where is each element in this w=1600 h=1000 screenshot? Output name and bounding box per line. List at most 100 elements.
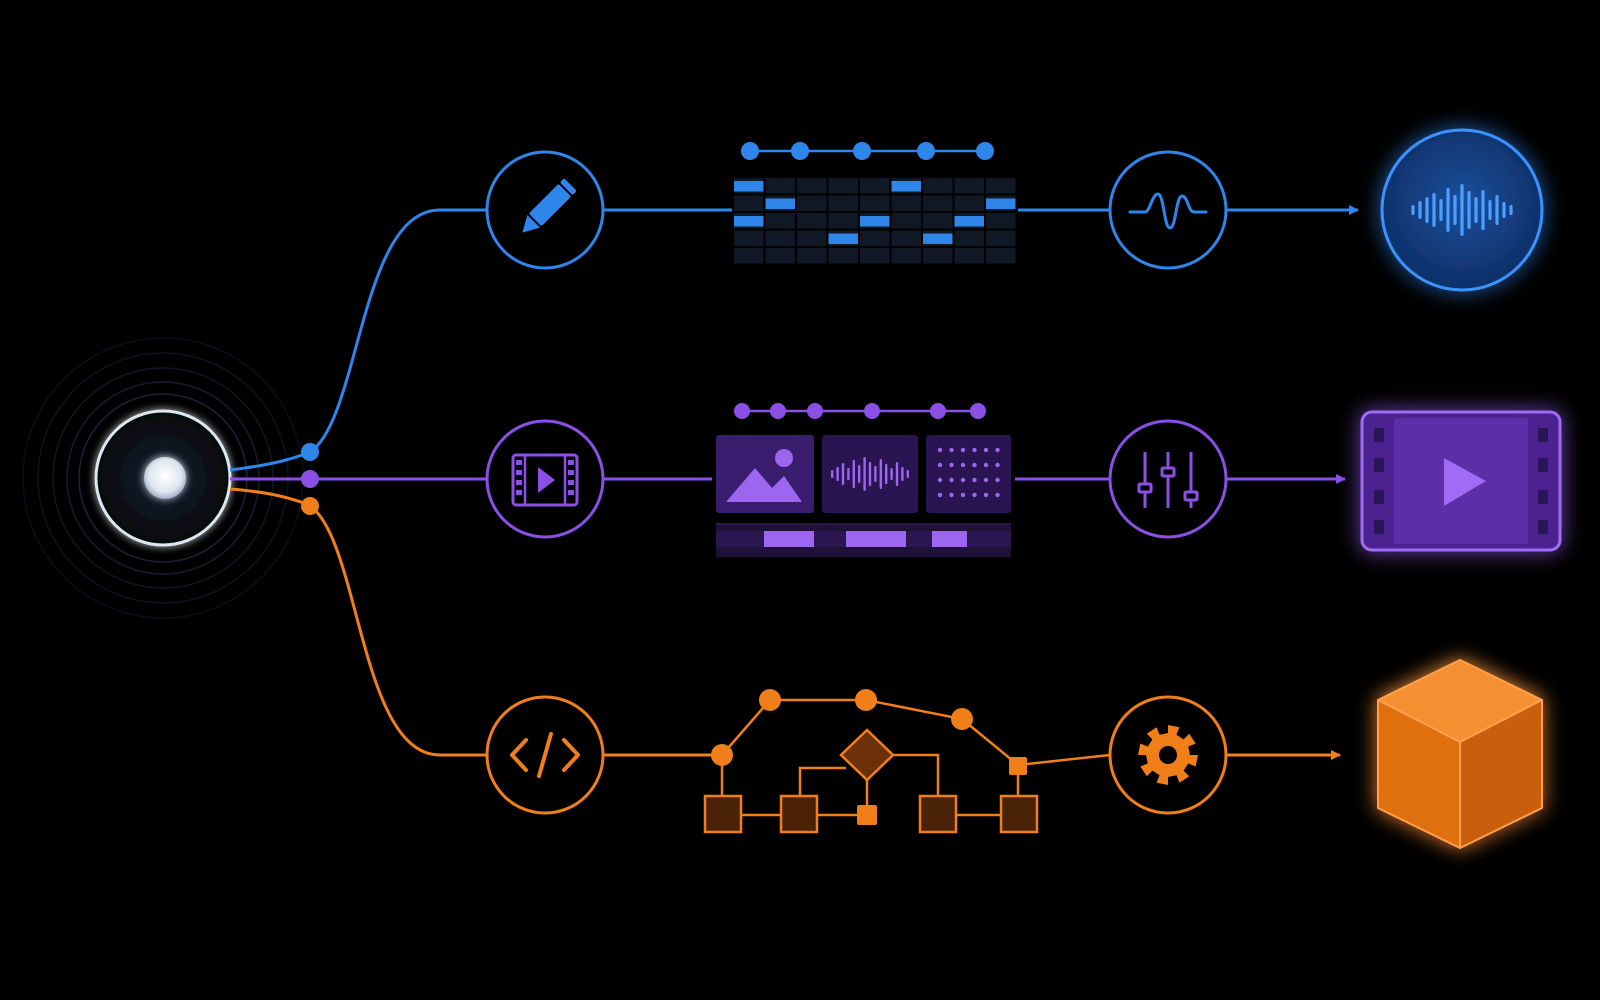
code-brackets-icon xyxy=(510,732,580,778)
sequencer-cell xyxy=(923,213,953,229)
image-thumbnail-icon xyxy=(716,435,814,513)
sequencer-cell xyxy=(986,213,1016,229)
sequencer-active-cell xyxy=(891,181,921,192)
thumbnail-wave-bar xyxy=(847,468,850,480)
thumbnail-wave-bar xyxy=(863,457,866,491)
sequencer-cell xyxy=(986,178,1016,194)
sequencer-cell xyxy=(765,230,795,246)
grid-dot xyxy=(972,462,977,468)
sequencer-active-cell xyxy=(954,216,984,227)
code-transform-node[interactable] xyxy=(1108,695,1228,815)
grid-dot xyxy=(949,447,954,453)
mixer-sliders-icon xyxy=(1137,452,1199,508)
sequencer-cells xyxy=(734,178,1016,264)
thumbnail-wave-bar xyxy=(841,463,845,485)
sequencer-cell xyxy=(828,178,858,194)
thumbnail-wave-bar xyxy=(885,464,888,484)
media-timeline[interactable] xyxy=(716,403,1011,557)
grid-dot xyxy=(995,492,1000,498)
sequencer-cell xyxy=(860,230,890,246)
video-output[interactable] xyxy=(1360,410,1562,552)
waveform-bar xyxy=(1502,202,1506,218)
grid-dot xyxy=(960,462,966,468)
source-orb-icon xyxy=(144,457,186,499)
grid-dot xyxy=(995,447,1000,453)
sequencer-cell xyxy=(797,178,827,194)
thumbnail-wave-bar xyxy=(906,470,909,478)
thumbnail-wave-bar xyxy=(836,467,839,481)
sequencer-cell xyxy=(923,195,953,211)
grid-dot xyxy=(983,447,989,453)
film-clip-icon xyxy=(511,453,579,507)
grid-dot xyxy=(983,492,989,498)
thumbnail-wave-bar xyxy=(852,460,855,488)
node-graph[interactable] xyxy=(703,689,1111,834)
grid-dot xyxy=(949,462,954,468)
grid-dot xyxy=(949,492,954,498)
dot-grid-thumbnail-icon xyxy=(926,435,1011,513)
timeline-marker-dots xyxy=(734,403,986,419)
audio-thumbnail-icon xyxy=(822,435,918,513)
sequencer-cell xyxy=(797,195,827,211)
waveform-bar xyxy=(1488,200,1492,220)
waveform-bar xyxy=(1495,195,1499,225)
sequencer-active-cell xyxy=(765,198,795,209)
graph-nodes xyxy=(711,689,973,766)
sequencer-cell xyxy=(765,178,795,194)
thumbnail-wave-bar xyxy=(868,462,872,486)
sequencer-cell xyxy=(765,248,795,264)
grid-dot xyxy=(983,477,989,483)
sine-wave-icon xyxy=(1128,192,1208,230)
sequencer-active-cell xyxy=(986,198,1016,209)
waveform-bar xyxy=(1509,205,1513,215)
video-player-icon xyxy=(1374,418,1548,544)
waveform-bar xyxy=(1446,188,1450,232)
thumbnail-wave-bar xyxy=(890,468,893,480)
waveform-bar xyxy=(1467,191,1471,229)
audio-transform-node[interactable] xyxy=(1108,150,1228,270)
grid-dot xyxy=(960,477,966,483)
cube-icon xyxy=(1377,659,1543,849)
grid-dot xyxy=(937,477,943,483)
thumbnail-wave-bar xyxy=(895,462,899,486)
pencil-icon xyxy=(522,179,576,233)
graph-junction-node xyxy=(1009,757,1027,775)
grid-dot xyxy=(995,477,1000,483)
waveform-bar xyxy=(1460,184,1464,236)
grid-dot xyxy=(972,492,977,498)
code-input-node[interactable] xyxy=(485,695,605,815)
sequencer-marker-dots xyxy=(741,142,994,160)
sequencer-active-cell xyxy=(734,181,764,192)
thumbnail-wave-bar xyxy=(874,466,877,482)
grid-dot xyxy=(972,447,977,453)
code-pipeline xyxy=(309,504,1543,849)
sequencer-cell xyxy=(954,178,984,194)
sequencer-cell xyxy=(734,248,764,264)
waveform-bar xyxy=(1453,195,1457,225)
graph-boxes xyxy=(703,794,1039,834)
video-transform-node[interactable] xyxy=(1108,419,1228,539)
grid-dot xyxy=(949,477,954,483)
sequencer-cell xyxy=(954,230,984,246)
graph-decision-node xyxy=(839,728,895,782)
audio-curve xyxy=(309,208,487,454)
sequencer-cell xyxy=(828,195,858,211)
audio-input-node[interactable] xyxy=(485,150,605,270)
source-connectors xyxy=(229,450,311,507)
sequencer-cell xyxy=(734,195,764,211)
code-output[interactable] xyxy=(1377,659,1543,849)
audio-output[interactable] xyxy=(1380,128,1544,292)
timeline-track xyxy=(716,523,1011,557)
sequencer-cell xyxy=(860,195,890,211)
sequencer-cell xyxy=(860,248,890,264)
waveform-bar xyxy=(1474,197,1478,223)
waveform-bar xyxy=(1439,199,1443,221)
step-sequencer-grid[interactable] xyxy=(734,142,1016,264)
thumbnail-wave-bar xyxy=(901,467,904,481)
sequencer-cell xyxy=(986,248,1016,264)
video-input-node[interactable] xyxy=(485,419,605,539)
sequencer-cell xyxy=(797,248,827,264)
sequencer-cell xyxy=(891,213,921,229)
source-node[interactable] xyxy=(22,337,304,619)
